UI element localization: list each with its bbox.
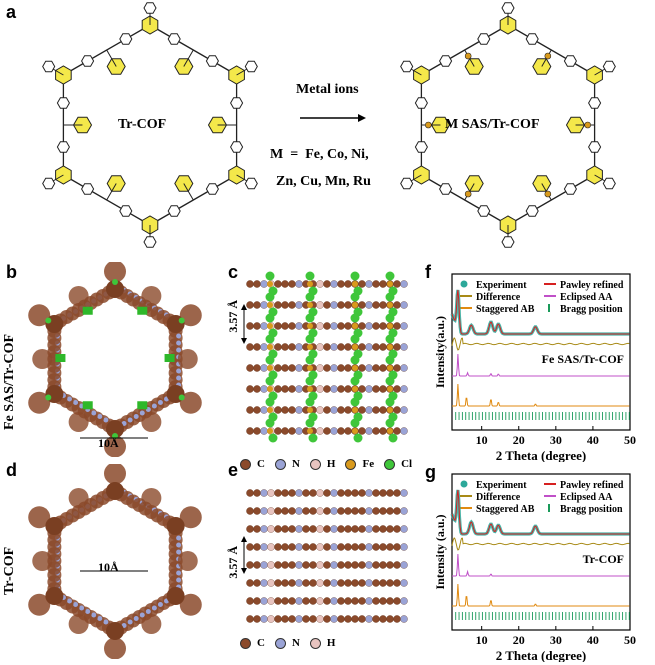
x-tick-label: 30 xyxy=(550,433,562,447)
atom-legend-item: Cl xyxy=(384,458,412,470)
difference-curve xyxy=(451,537,630,551)
atom-color-swatch xyxy=(309,637,321,649)
legend-marker xyxy=(460,280,468,288)
tr-cof-label: Tr-COF xyxy=(118,117,167,132)
x-axis-label: 2 Theta (degree) xyxy=(496,448,587,462)
spacing-label-c: 3.57 Å xyxy=(226,300,240,333)
legend-label: Pawley refined xyxy=(560,480,624,491)
x-tick-label: 10 xyxy=(476,433,488,447)
arrow-label: Metal ions xyxy=(296,82,359,97)
staggered-curve xyxy=(452,583,630,607)
panel-label-a: a xyxy=(6,2,17,22)
tr-cof-side-view xyxy=(241,489,408,623)
atom-legend-item: H xyxy=(309,458,336,470)
legend-label: Experiment xyxy=(476,480,527,491)
atom-symbol: C xyxy=(257,458,265,470)
atom-symbol: N xyxy=(291,637,300,649)
m-sas-tr-cof-label: M SAS/Tr-COF xyxy=(445,117,540,132)
tr-cof-top-view xyxy=(28,464,202,659)
atom-legend-item: H xyxy=(309,637,336,649)
atom-legend-item: C xyxy=(240,458,265,470)
scheme-graphic xyxy=(42,2,616,248)
atom-legend-item: N xyxy=(274,637,300,649)
x-tick-label: 20 xyxy=(513,633,525,647)
legend-label: Pawley refined xyxy=(560,280,624,291)
sample-label: Tr-COF xyxy=(583,552,624,566)
y-axis-label: Intensity (a.u.) xyxy=(433,514,447,589)
legend-label: Staggered AB xyxy=(476,504,535,515)
legend-label: Staggered AB xyxy=(476,304,535,315)
atom-color-swatch xyxy=(345,458,357,470)
legend-label: Experiment xyxy=(476,280,527,291)
structure-label-d: Tr-COF xyxy=(2,546,17,595)
atom-symbol: N xyxy=(291,458,300,470)
panel-label-g: g xyxy=(425,462,436,482)
spacing-label-e: 3.57 Å xyxy=(226,546,240,579)
sample-label: Fe SAS/Tr-COF xyxy=(542,352,624,366)
panel-label-c: c xyxy=(228,262,239,282)
atom-symbol: Cl xyxy=(401,458,413,470)
structure-label-b: Fe SAS/Tr-COF xyxy=(2,333,17,430)
legend-label: Eclipsed AA xyxy=(560,292,613,303)
staggered-curve xyxy=(452,383,630,407)
panel-label-b: b xyxy=(6,262,17,282)
y-axis-label: Intensity(a.u.) xyxy=(433,316,447,388)
m-sas-tr-cof-framework xyxy=(400,2,616,248)
x-tick-label: 10 xyxy=(476,633,488,647)
atom-color-swatch xyxy=(274,458,286,470)
atom-color-swatch xyxy=(240,458,251,470)
atom-symbol: C xyxy=(257,637,265,649)
fe-sas-side-view xyxy=(241,271,408,443)
x-tick-label: 50 xyxy=(624,633,636,647)
x-tick-label: 20 xyxy=(513,433,525,447)
difference-curve xyxy=(451,337,630,351)
x-tick-label: 40 xyxy=(587,433,599,447)
legend-marker xyxy=(460,480,468,488)
x-tick-label: 40 xyxy=(587,633,599,647)
legend-label: Difference xyxy=(476,492,521,503)
legend-label: Difference xyxy=(476,292,521,303)
atom-color-swatch xyxy=(309,458,321,470)
atom-color-swatch xyxy=(384,458,396,470)
metal-list-2: Zn, Cu, Mn, Ru xyxy=(276,174,371,189)
panel-label-d: d xyxy=(6,460,17,480)
atom-symbol: H xyxy=(326,458,336,470)
metal-list-1: M = Fe, Co, Ni, xyxy=(270,147,369,162)
plot-frame xyxy=(451,273,631,431)
x-tick-label: 50 xyxy=(624,433,636,447)
atom-legend-item: Fe xyxy=(345,458,374,470)
pawley-curve xyxy=(451,289,630,335)
pawley-curve xyxy=(451,489,630,535)
x-tick-label: 30 xyxy=(550,633,562,647)
legend-label: Eclipsed AA xyxy=(560,492,613,503)
eclipsed-curve xyxy=(452,353,630,377)
panel-label-f: f xyxy=(425,262,431,282)
atom-legend-c: C N H Fe Cl xyxy=(240,458,412,470)
plot-frame xyxy=(451,473,631,631)
pore-size-b: 10Å xyxy=(98,436,119,450)
atom-symbol: H xyxy=(326,637,336,649)
reaction-arrow-head xyxy=(358,114,366,122)
fe-sas-top-view xyxy=(28,262,202,457)
legend-label: Bragg position xyxy=(560,504,623,515)
atom-legend-item: C xyxy=(240,637,265,649)
pore-size-d: 10Å xyxy=(98,560,119,574)
eclipsed-curve xyxy=(452,553,630,577)
atom-legend-item: N xyxy=(274,458,300,470)
tr-cof-framework xyxy=(42,2,258,248)
atom-color-swatch xyxy=(240,637,251,649)
x-axis-label: 2 Theta (degree) xyxy=(496,648,587,662)
atom-color-swatch xyxy=(274,637,286,649)
panel-label-e: e xyxy=(228,460,239,480)
atom-symbol: Fe xyxy=(362,458,375,470)
legend-label: Bragg position xyxy=(560,304,623,315)
